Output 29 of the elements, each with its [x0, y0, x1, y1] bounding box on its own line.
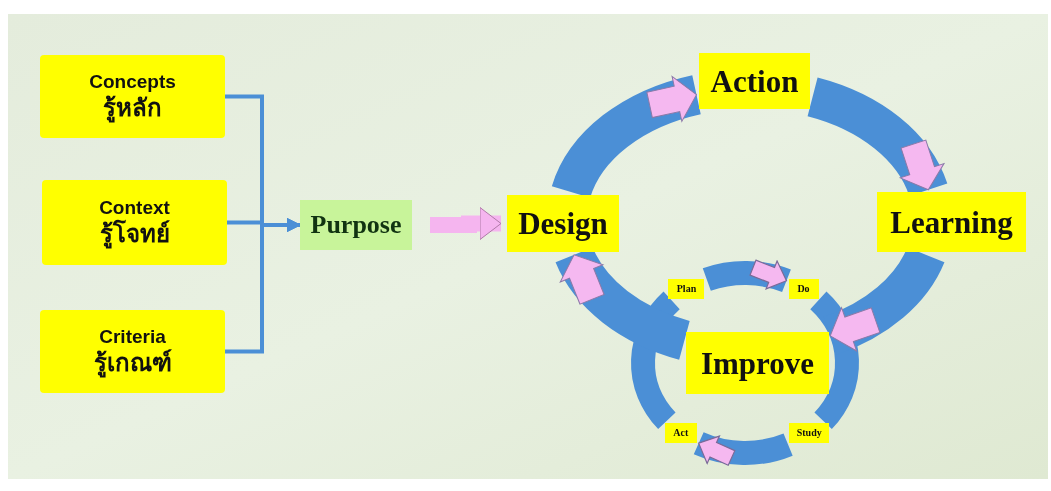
box-label: Action [710, 65, 799, 97]
stage-box [507, 195, 619, 252]
box-label: Purpose [310, 212, 402, 238]
box-title: Criteria [99, 324, 166, 349]
thai-label: รู้หลัก [103, 93, 162, 124]
label-box [40, 310, 225, 393]
box-label: Improve [700, 347, 815, 379]
label-box [40, 55, 225, 138]
block-arrow [430, 207, 502, 240]
cycle-segment [694, 431, 792, 465]
box-label: Do [797, 284, 810, 295]
box-label: Act [673, 427, 689, 438]
stage-box [877, 192, 1026, 252]
box-title: Concepts [89, 69, 176, 94]
step-tag [789, 422, 830, 443]
stage-box [699, 53, 810, 109]
purpose-box [300, 200, 412, 250]
box-label: Study [796, 427, 822, 438]
stage-box [686, 332, 829, 394]
thai-label: รู้โจทย์ [99, 219, 170, 250]
label-box [42, 180, 227, 265]
box-label: Design [518, 208, 608, 239]
thai-label: รู้เกณฑ์ [93, 348, 172, 379]
step-tag [668, 279, 705, 300]
step-tag [788, 279, 819, 300]
box-title: Context [99, 195, 170, 219]
box-label: Plan [676, 284, 697, 295]
cycle-segment [703, 260, 791, 293]
box-label: Learning [890, 206, 1013, 238]
